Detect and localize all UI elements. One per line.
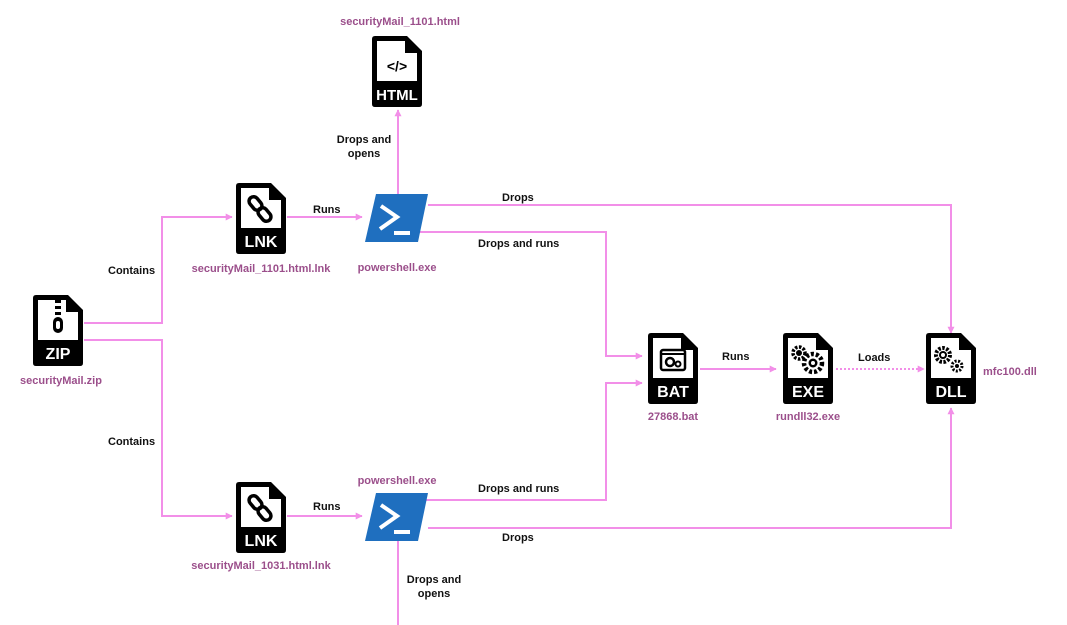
edge-zip-to-lnk-bottom — [84, 339, 233, 520]
gears-icon — [934, 346, 964, 373]
edge-ps-top-to-bat — [420, 231, 643, 360]
edge-label-contains-bottom: Contains — [108, 436, 156, 448]
chain-link-icon — [247, 194, 273, 224]
node-label-zip: securityMail.zip — [20, 375, 102, 387]
zip-file-label: ZIP — [46, 346, 71, 363]
edge-ps-bottom-to-bat — [420, 379, 643, 501]
node-label-dll: mfc100.dll — [983, 366, 1037, 378]
edge-label-drops-top: Drops — [502, 192, 534, 204]
edge-label-line: Drops and — [336, 134, 392, 146]
lnk-file-icon-top: LNK — [236, 183, 286, 254]
edge-label-runs-bottom: Runs — [313, 501, 341, 513]
gears-icon — [791, 345, 825, 375]
lnk-file-label-top: LNK — [245, 234, 278, 251]
edge-label-contains-top: Contains — [108, 265, 156, 277]
edge-label-drops-runs-top: Drops and runs — [478, 238, 560, 250]
edge-label-drops-opens-bottom: Drops and opens — [396, 573, 472, 601]
html-file-icon: </> HTML — [372, 36, 422, 107]
edge-label-drops-opens-top: Drops and opens — [326, 133, 402, 161]
edge-label-runs-bat: Runs — [722, 351, 750, 363]
edge-label-line: opens — [417, 588, 451, 600]
edge-label-line: opens — [347, 148, 381, 160]
node-label-exe: rundll32.exe — [775, 411, 841, 423]
html-glyph: </> — [387, 58, 407, 74]
dll-file-icon: DLL — [926, 333, 976, 404]
edge-label-runs-top: Runs — [313, 204, 341, 216]
html-file-label: HTML — [376, 87, 418, 104]
powershell-icon-bottom — [365, 493, 428, 541]
lnk-file-label-bottom: LNK — [245, 533, 278, 550]
edge-label-line: Drops and — [406, 574, 462, 586]
edge-label-drops-bottom: Drops — [502, 532, 534, 544]
zip-file-icon: ZIP — [33, 295, 83, 366]
edge-ps-bottom-to-dll — [428, 407, 955, 529]
bat-file-label: BAT — [657, 384, 689, 401]
chain-link-icon — [247, 493, 273, 523]
exe-file-icon: EXE — [783, 333, 833, 404]
node-label-lnk-top: securityMail_1101.html.lnk — [191, 263, 331, 275]
bat-file-icon: BAT — [648, 333, 698, 404]
node-label-lnk-bottom: securityMail_1031.html.lnk — [191, 560, 331, 572]
node-label-ps-bottom: powershell.exe — [357, 475, 437, 487]
lnk-file-icon-bottom: LNK — [236, 482, 286, 553]
edge-ps-top-to-dll — [428, 204, 955, 334]
node-label-html: securityMail_1101.html — [340, 16, 460, 28]
node-label-ps-top: powershell.exe — [357, 262, 437, 274]
edge-zip-to-lnk-top — [84, 213, 233, 324]
exe-file-label: EXE — [792, 384, 824, 401]
edge-label-loads: Loads — [858, 352, 891, 364]
node-label-bat: 27868.bat — [647, 411, 699, 423]
powershell-icon-top — [365, 194, 428, 242]
edge-label-drops-runs-bottom: Drops and runs — [478, 483, 560, 495]
dll-file-label: DLL — [935, 384, 966, 401]
